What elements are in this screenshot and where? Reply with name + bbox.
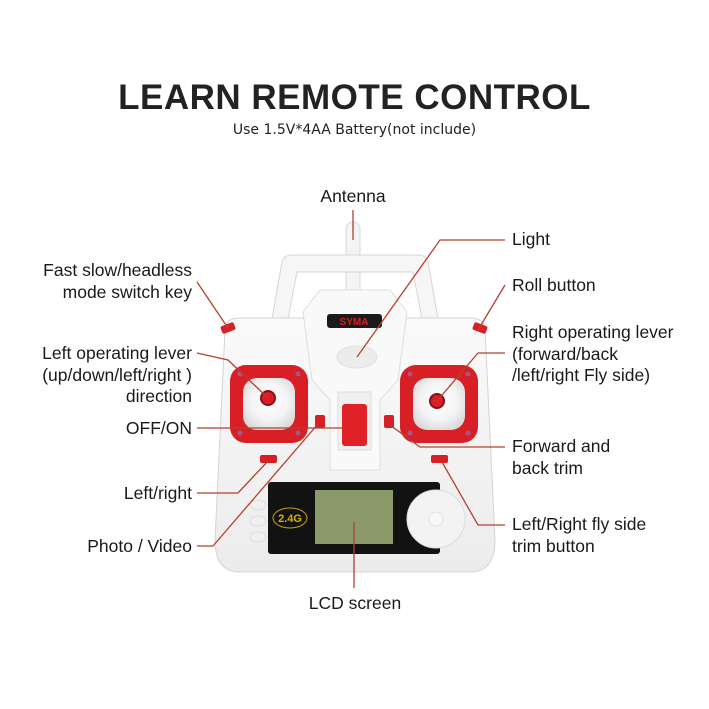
label-left-right: Left/right (123, 483, 192, 503)
label-off-on: OFF/ON (125, 418, 192, 438)
label-line: direction (125, 386, 192, 406)
page-subtitle: Use 1.5V*4AA Battery(not include) (232, 122, 477, 138)
label-photo-video: Photo / Video (87, 536, 192, 556)
label-line: Right operating lever (512, 322, 674, 342)
label-right-lever: Right operating lever (forward/back /lef… (512, 322, 673, 387)
label-antenna: Antenna (320, 186, 386, 206)
label-line: (forward/back (512, 343, 619, 364)
forward-back-trim (384, 415, 394, 428)
svg-text:2.4G: 2.4G (278, 513, 302, 525)
label-line: back trim (512, 457, 583, 478)
label-lr-fly-trim: Left/Right fly side trim button (512, 514, 646, 557)
power-switch (342, 404, 367, 446)
label-line: Fast slow/headless (43, 260, 192, 280)
label-line: (up/down/left/right ) (42, 364, 192, 385)
label-mode-switch: Fast slow/headless mode switch key (43, 260, 192, 303)
label-roll-button: Roll button (512, 275, 596, 295)
brand-plate (327, 314, 382, 328)
svg-text:SYMA: SYMA (340, 317, 369, 328)
label-line: /left/right Fly side) (512, 365, 651, 385)
label-left-lever: Left operating lever (up/down/left/right… (42, 343, 192, 408)
label-line: Left operating lever (42, 343, 192, 363)
label-light: Light (512, 229, 550, 249)
label-line: Left/Right fly side (512, 514, 647, 534)
label-lcd-screen: LCD screen (308, 593, 402, 613)
leader-lines (196, 210, 506, 588)
label-line: mode switch key (62, 281, 192, 302)
roll-button (472, 322, 488, 334)
page-title: LEARN REMOTE CONTROL (118, 78, 591, 117)
lr-fly-side-trim (431, 455, 448, 463)
left-right-trim (260, 455, 277, 463)
label-line: Forward and (512, 436, 611, 456)
label-forward-back-trim: Forward and back trim (512, 436, 610, 479)
label-line: trim button (512, 535, 595, 556)
